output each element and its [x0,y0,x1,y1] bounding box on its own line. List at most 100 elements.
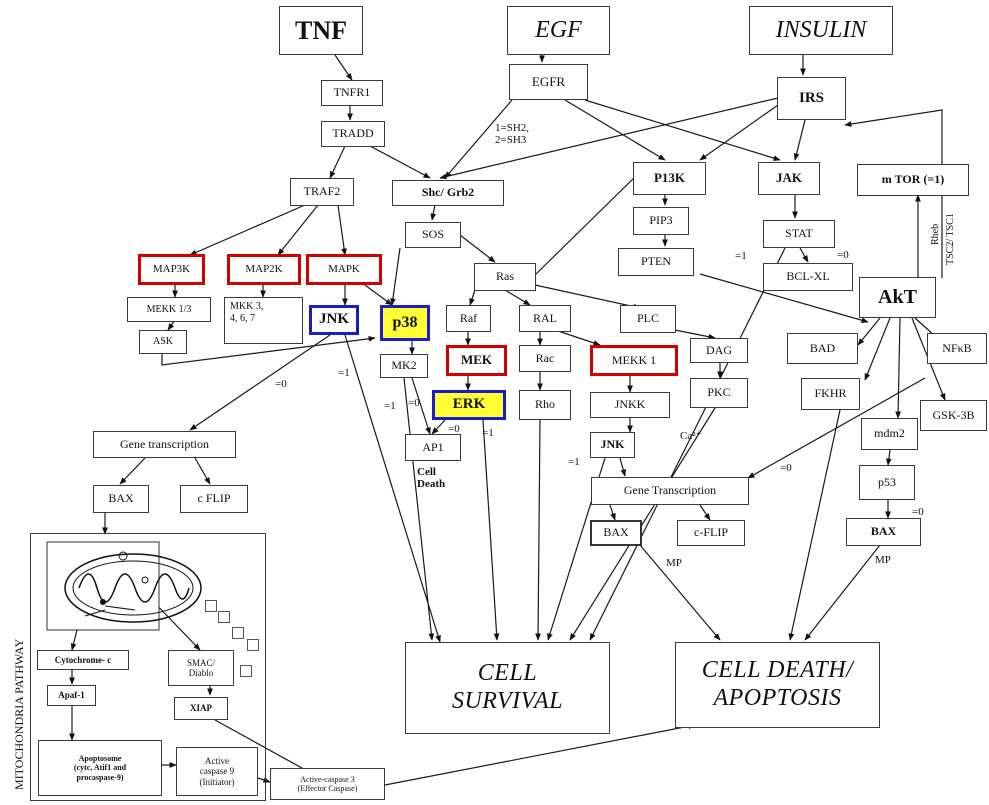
label-tsc: TSC2/ TSC1 [945,213,956,265]
node-mkk: MKK 3, 4, 6, 7 [224,297,303,344]
node-xiap: XIAP [174,697,228,720]
edge-ral-mekk1 [554,329,601,346]
node-stat: STAT [763,220,835,248]
node-plc: PLC [620,305,676,333]
node-bax-2: BAX [590,520,642,546]
node-jnkk: JNKK [590,392,670,418]
label-eq1-stat: =1 [735,250,747,262]
edge-akt-fkhr [864,317,891,381]
node-ras: Ras [474,263,536,291]
node-shc-grb2: Shc/ Grb2 [392,180,504,206]
label-mp-1: MP [666,557,682,569]
label-calcium: Ca²⁺ [680,430,702,442]
label-eq0-erk: =0 [448,423,460,435]
label-eq1-mk2b: =1 [384,400,396,412]
node-egf: EGF [507,6,610,55]
edge-irs-jak [793,119,806,161]
edge-ras-ral [504,289,531,306]
outcome-cell-survival: CELL SURVIVAL [405,642,610,734]
node-bclxl: BCL-XL [763,263,853,291]
edge-mk2-survival [403,377,435,641]
edge-tnf-tnfr1 [334,54,353,81]
node-mtor: m TOR (=1) [857,164,969,196]
node-pip3: PIP3 [633,207,689,235]
edge-egfr-jak [584,99,781,161]
edge-gene2-bax [609,504,616,521]
cytochrome-square-2 [218,611,230,623]
node-gsk3b: GSK-3B [920,400,987,431]
node-mekk1: MEKK 1 [590,345,678,376]
node-erk: ERK [432,390,506,420]
node-bax-1: BAX [93,485,149,513]
edge-mdm2-p53 [886,449,892,466]
node-apaf-1: Apaf-1 [47,685,96,706]
label-sh-codes: 1=SH2, 2=SH3 [495,122,530,147]
edge-bax-death [639,544,721,641]
node-p13k: P13K [633,162,706,195]
edge-ras-p13k [534,171,641,276]
edge-ras-plc [534,284,641,310]
label-eq0-ap1: =0 [408,397,420,409]
node-mapk: MAPK [306,254,382,285]
node-tnf: TNF [279,6,363,55]
node-egfr: EGFR [509,64,588,100]
node-pten: PTEN [618,248,694,276]
node-nfkb: NFκB [927,333,987,364]
node-p38: p38 [380,305,430,341]
label-eq0-stat: =0 [837,249,849,261]
node-apoptosome: Apoptosome (cytc, Atif1 and procaspase-9… [38,740,162,796]
edge-casp3-death [384,723,696,786]
edge-irs-p13k [699,104,779,161]
label-eq1-erk: =1 [482,427,494,439]
edge-akt-irs [844,109,943,278]
node-ap1: AP1 [405,434,461,461]
edge-jnk-survival [344,334,441,643]
edge-casp9-casp3 [257,777,271,783]
node-tnfr1: TNFR1 [321,80,383,106]
edge-ras-raf [469,289,476,306]
node-dag: DAG [690,338,748,363]
edge-tradd-shc [369,145,431,179]
node-mekk13: MEKK 1/3 [127,297,211,322]
edge-fkhr-death [788,409,841,641]
node-gene-transcription-1: Gene transcription [93,431,236,458]
node-irs: IRS [777,77,846,120]
edge-egfr-p13k [564,99,666,161]
edge-ask-mk2 [161,335,376,366]
node-mk2: MK2 [380,354,428,378]
edge-mk2-ap1 [411,377,431,435]
label-eq0-jnk: =0 [275,378,287,390]
edge-pkc-survival [569,407,716,641]
edge-akt-mdm2 [895,317,902,419]
label-mitochondria-pathway: MITOCHONDRIA PATHWAY [12,638,26,790]
label-eq1-mk2: =1 [338,367,350,379]
edge-shc-sos [430,204,437,221]
cytochrome-square-3 [232,627,244,639]
node-cytochrome-c: Cytochrome- c [37,650,129,670]
node-traf2: TRAF2 [290,178,354,206]
node-ask: ASK [139,330,187,354]
label-cell-death-small: Cell Death [417,466,446,491]
node-raf: Raf [446,305,491,332]
edge-egfr-shc [444,99,513,179]
node-ral: RAL [519,305,571,332]
node-bax-3: BAX [846,518,921,546]
node-akt: AkT [859,277,936,318]
node-mdm2: mdm2 [861,418,918,450]
node-smac-diablo: SMAC/ Diablo [168,650,234,686]
node-bad: BAD [787,333,858,364]
edge-bax-death2 [804,544,881,641]
node-cflip-2: c-FLIP [677,520,745,546]
edge-akt-bad [857,317,881,346]
edge-pten-akt [699,273,869,323]
edge-jnk2-gene2 [619,457,627,477]
edge-stat-survival [589,247,786,641]
node-p53: p53 [859,465,915,500]
edge-stat-bclxl [799,247,809,263]
node-active-caspase-3: Active-caspase 3 (Effector Caspase) [270,768,385,800]
label-mp-2: MP [875,554,891,566]
node-gene-transcription-2: Gene Transcription [591,477,749,505]
node-tradd: TRADD [321,121,385,147]
